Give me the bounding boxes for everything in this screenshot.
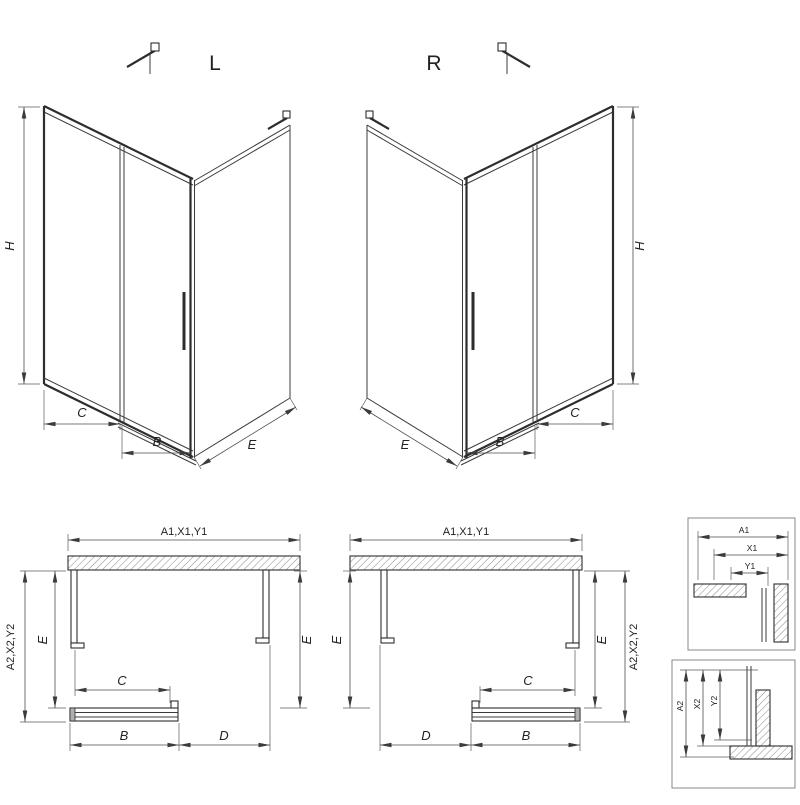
dim-label-x1: X1 <box>747 543 758 553</box>
dim-label-c: C <box>117 673 127 688</box>
wall-flange <box>365 110 374 119</box>
sliding-door-plan <box>69 707 179 722</box>
support-arm <box>267 117 288 130</box>
side-profile-left <box>380 569 388 639</box>
wall-flange <box>282 110 291 119</box>
sliding-door-plan <box>471 707 581 722</box>
corner-profile-section <box>773 583 789 643</box>
dim-label-d: D <box>421 728 430 743</box>
plan-view-left: A1,X1,Y1 E A2,X2,Y2 E C <box>5 526 314 751</box>
dim-label-a1: A1 <box>739 525 750 535</box>
dim-label-a1x1y1: A1,X1,Y1 <box>443 526 489 538</box>
plan-view-center: A1,X1,Y1 E E A2,X2,Y2 C <box>329 526 640 751</box>
dim-label-a2: A2 <box>675 701 685 712</box>
dim-label-h: H <box>2 241 17 251</box>
dim-label-b: B <box>496 434 505 449</box>
support-arm <box>500 49 531 68</box>
dim-label-e-right: E <box>299 635 314 644</box>
wall-flange <box>150 42 160 52</box>
dim-label-y1: Y1 <box>745 561 756 571</box>
support-arm <box>126 49 157 68</box>
back-wall-profile <box>349 555 583 571</box>
detail-box-top: A1 X1 Y1 <box>687 517 796 651</box>
side-profile-left <box>70 569 78 644</box>
wall-profile-section <box>693 583 747 598</box>
back-wall-profile <box>67 555 301 571</box>
dim-label-e: E <box>401 437 410 452</box>
side-profile-right <box>572 569 580 644</box>
dim-label-a2x2y2: A2,X2,Y2 <box>628 624 640 670</box>
iso-view-right: R H C B E <box>359 42 647 470</box>
dim-label-e: E <box>248 437 257 452</box>
view-label-left: L <box>209 52 221 75</box>
door-stopper <box>471 700 480 709</box>
corner-profile-section <box>755 689 771 747</box>
dim-label-b: B <box>153 434 162 449</box>
dim-label-h: H <box>632 241 647 251</box>
wall-flange <box>497 42 507 52</box>
view-label-right: R <box>426 52 441 75</box>
dim-label-d: D <box>219 728 228 743</box>
dim-label-y2: Y2 <box>709 696 719 707</box>
dim-label-e-left: E <box>329 635 344 644</box>
dim-label-e-right: E <box>594 635 609 644</box>
dim-label-b: B <box>120 728 129 743</box>
door-stopper <box>170 700 179 709</box>
side-profile-right <box>262 569 270 639</box>
dim-label-c: C <box>523 673 533 688</box>
dim-label-a1x1y1: A1,X1,Y1 <box>161 526 207 538</box>
dim-label-x2: X2 <box>692 699 702 710</box>
iso-view-left: L H C B <box>2 42 298 470</box>
wall-profile-section <box>729 745 793 760</box>
dim-label-c: C <box>570 405 580 420</box>
dim-label-e-left: E <box>35 635 50 644</box>
dim-label-a2x2y2: A2,X2,Y2 <box>5 624 17 670</box>
detail-box-bottom: A2 X2 Y2 <box>671 659 796 789</box>
dim-label-b: B <box>522 728 531 743</box>
support-arm <box>369 117 390 130</box>
dim-label-c: C <box>77 405 87 420</box>
